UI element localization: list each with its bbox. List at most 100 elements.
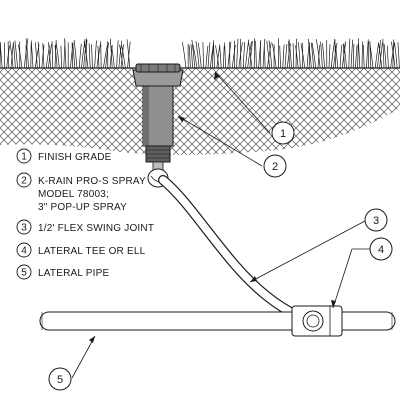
grass-blade (78, 43, 82, 69)
grass-blade (224, 42, 226, 69)
grass-blade (266, 40, 270, 69)
grass-blade (311, 42, 317, 69)
legend-label-spray-line-3: 3" POP-UP SPRAY (38, 202, 127, 213)
legend-label-spray-line-1: K-RAIN PRO-S SPRAY (38, 176, 146, 187)
grass-blade (34, 42, 38, 69)
grass-blade (311, 42, 314, 69)
grass-blade (25, 38, 29, 69)
grass-blade (307, 38, 312, 69)
grass-blade (94, 40, 97, 69)
grass-blade (188, 45, 191, 69)
grass-blade (18, 44, 23, 69)
grass-blade (286, 43, 291, 69)
lateral-tee (291, 305, 343, 337)
grass-blade (37, 41, 40, 69)
grass-blade (197, 42, 202, 69)
grass-blade (272, 43, 277, 69)
grass-blade (48, 42, 51, 69)
svg-text:2: 2 (272, 161, 278, 173)
grass-blade (30, 40, 34, 69)
grass-blade (357, 38, 359, 69)
legend-label-lateral-tee: LATERAL TEE OR ELL (38, 246, 146, 257)
grass-blade (374, 42, 379, 69)
grass-blade (242, 41, 246, 69)
legend-item-5: 5 LATERAL PIPE (16, 264, 109, 280)
callout-3: 3 (364, 208, 388, 232)
svg-text:2: 2 (21, 176, 27, 187)
grass-blade (71, 42, 73, 69)
grass-blade (229, 41, 231, 69)
grass-blade (42, 43, 45, 69)
grass-blade (109, 38, 113, 69)
grass-blade (215, 45, 220, 69)
callout-4: 4 (369, 237, 393, 261)
grass-blade (54, 44, 58, 69)
grass-blade (335, 45, 339, 69)
callout-1: 1 (271, 121, 295, 145)
grass-blade (298, 42, 301, 69)
grass-blade (339, 44, 343, 69)
grass-blade (12, 41, 16, 69)
grass-turf (0, 38, 400, 69)
grass-blade (288, 39, 292, 69)
grass-blade (192, 44, 198, 69)
svg-text:3: 3 (21, 223, 27, 234)
legend-item-1: 1 FINISH GRADE (16, 148, 112, 164)
grass-blade (120, 44, 124, 69)
grass-blade (0, 45, 3, 69)
grass-blade (111, 45, 115, 69)
grass-blade (391, 41, 396, 69)
legend-item-3: 3 1/2' FLEX SWING JOINT (16, 219, 154, 235)
grass-blade (236, 38, 239, 69)
grass-blade (322, 43, 325, 69)
grass-blade (330, 38, 336, 69)
svg-text:5: 5 (21, 268, 27, 279)
grass-blade (64, 38, 67, 69)
grass-blade (369, 45, 374, 69)
legend-label-finish-grade: FINISH GRADE (38, 152, 112, 163)
grass-blade (72, 43, 76, 69)
grass-blade (279, 45, 281, 69)
grass-blade (213, 43, 215, 69)
soil-section (0, 68, 400, 155)
legend-item-2: 2 K-RAIN PRO-S SPRAY MODEL 78003; 3" POP… (16, 172, 146, 213)
grass-blade (350, 39, 354, 69)
grass-blade (378, 42, 383, 69)
grass-blade (248, 42, 253, 69)
grass-blade (202, 42, 204, 69)
grass-blade (103, 45, 108, 69)
grass-blade (118, 40, 123, 69)
grass-blade (9, 40, 14, 69)
grass-blade (191, 39, 196, 69)
grass-blade (207, 42, 211, 69)
leader-arrowheads (89, 72, 336, 343)
grass-blade (255, 40, 257, 69)
svg-text:3: 3 (373, 215, 379, 227)
svg-text:1: 1 (280, 128, 286, 140)
callout-5: 5 (48, 367, 72, 391)
grass-blade (366, 39, 369, 69)
svg-text:4: 4 (378, 244, 384, 256)
grass-blade (7, 41, 10, 69)
grass-blade (245, 39, 250, 69)
grass-blade (126, 39, 131, 69)
grass-blade (267, 42, 272, 69)
grass-blade (394, 42, 398, 69)
grass-blade (383, 43, 387, 69)
grass-blade (362, 44, 365, 69)
grass-blade (268, 40, 273, 69)
grass-blade (83, 38, 87, 69)
grass-blade (83, 41, 89, 69)
grass-blade (306, 45, 310, 69)
grass-blade (382, 38, 385, 69)
grass-blade (205, 45, 209, 69)
grass-blade (284, 44, 288, 69)
leader-lines (71, 71, 370, 379)
grass-blade (81, 39, 86, 69)
grass-blade (288, 41, 290, 69)
grass-blade (397, 42, 400, 69)
grass-blade (358, 43, 361, 69)
grass-blade (247, 41, 252, 69)
grass-blade (379, 42, 383, 69)
